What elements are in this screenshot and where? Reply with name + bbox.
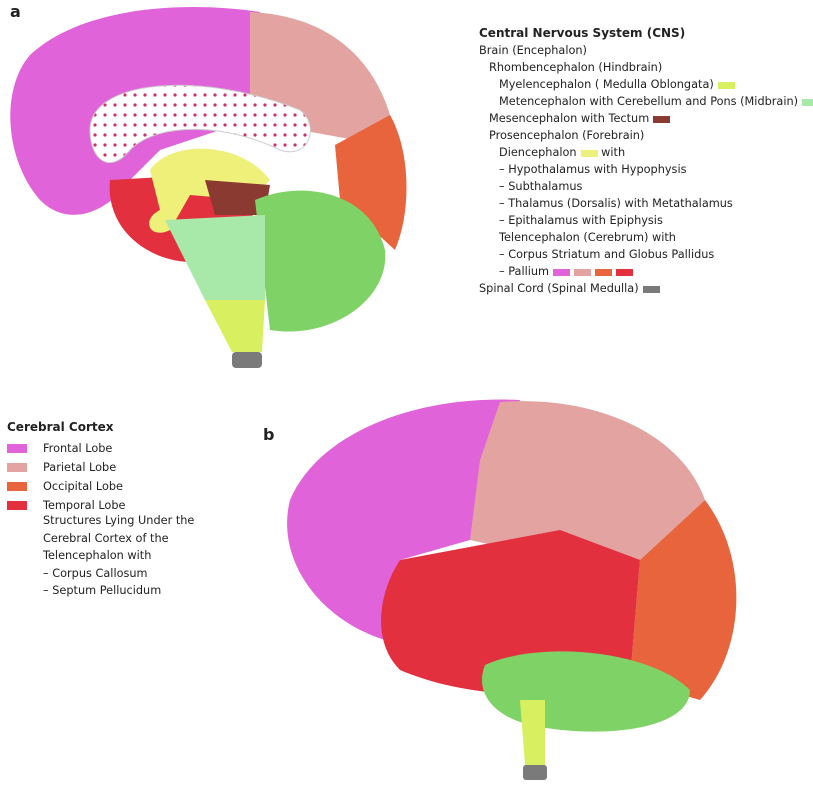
cns-legend-text: Brain (Encephalon) [479,44,587,57]
brainstem-a [165,215,265,300]
cns-legend-suffix: with [601,146,626,159]
spinal-cord-a [205,300,265,352]
cns-legend-title: Central Nervous System (CNS) [479,26,686,40]
color-swatch [553,268,571,276]
color-swatch [574,268,592,276]
structures-text: Structures Lying Under the [43,514,195,527]
cns-legend-text: – Hypothalamus with Hypophysis [499,163,687,176]
cns-legend-item: Diencephalon with [479,144,813,161]
color-swatch [7,501,27,510]
cns-legend-item: – Pallium [479,263,813,280]
frontal-lobe-b [287,399,520,640]
cortex-legend-item: Parietal Lobe [7,458,194,477]
structures-text: – Corpus Callosum [43,566,148,580]
cortex-legend-text: Frontal Lobe [43,442,113,455]
corpus-callosum [89,84,311,163]
spinal-cord-b [520,700,545,765]
cns-legend-text: – Epithalamus with Epiphysis [499,214,663,227]
cortex-legend-item: Frontal Lobe [7,439,194,458]
color-swatch [580,149,598,157]
structures-text: Telencephalon with [43,549,152,562]
cns-legend-text: Prosencephalon (Forebrain) [489,129,645,142]
cns-legend-item: Prosencephalon (Forebrain) [479,127,813,144]
panel-label-a: a [10,2,21,21]
parietal-lobe-b [470,401,705,560]
cns-legend-item: – Thalamus (Dorsalis) with Metathalamus [479,195,813,212]
cns-legend-item: Myelencephalon ( Medulla Oblongata) [479,76,813,93]
cns-legend: Central Nervous System (CNS) Brain (Ence… [479,25,813,297]
color-swatch [595,268,613,276]
cns-legend-text: Metencephalon with Cerebellum and Pons (… [499,95,799,108]
color-swatch [802,98,813,106]
spinal-tip-a [232,352,262,368]
occipital-lobe-a [335,115,407,250]
occipital-lobe-b [630,500,737,700]
cortex-legend-text: Occipital Lobe [43,480,123,493]
structures-text: Cerebral Cortex of the [43,531,169,545]
brain-a-medial-view [10,7,407,368]
structures-text: – Septum Pellucidum [43,584,162,597]
color-swatch [616,268,634,276]
cns-legend-text: – Pallium [499,265,550,278]
cns-legend-item: Brain (Encephalon) [479,42,813,59]
cortex-legend-item: Occipital Lobe [7,477,194,496]
cns-legend-text: Rhombencephalon (Hindbrain) [489,61,663,74]
cns-legend-item: Mesencephalon with Tectum [479,110,813,127]
cns-legend-item: – Epithalamus with Epiphysis [479,212,813,229]
spinal-tip-b [523,765,547,780]
cns-legend-item: Spinal Cord (Spinal Medulla) [479,280,813,297]
cns-legend-item: – Corpus Striatum and Globus Pallidus [479,246,813,263]
color-swatch [7,463,27,472]
cns-legend-text: Myelencephalon ( Medulla Oblongata) [499,78,714,91]
cns-legend-item: Metencephalon with Cerebellum and Pons (… [479,93,813,110]
cns-legend-text: – Corpus Striatum and Globus Pallidus [499,248,715,261]
brain-b-lateral-view [287,399,737,780]
cns-legend-item: – Hypothalamus with Hypophysis [479,161,813,178]
cortex-legend-text: Temporal Lobe [43,499,126,512]
cns-legend-item: Rhombencephalon (Hindbrain) [479,59,813,76]
cns-legend-item: Telencephalon (Cerebrum) with [479,229,813,246]
cortex-legend-title: Cerebral Cortex [7,420,114,434]
cns-legend-text: Telencephalon (Cerebrum) with [499,231,676,244]
mesencephalon [205,180,270,215]
cns-legend-text: Diencephalon [499,146,577,159]
cortex-legend-item: Temporal Lobe [7,496,194,515]
cns-legend-text: Spinal Cord (Spinal Medulla) [479,282,639,295]
color-swatch [653,115,671,123]
cns-legend-text: Mesencephalon with Tectum [489,112,650,125]
cerebellum-a [255,190,386,332]
color-swatch [7,444,27,453]
panel-label-b: b [263,425,275,444]
cns-legend-text: – Subthalamus [499,180,583,193]
cns-legend-item: – Subthalamus [479,178,813,195]
color-swatch [717,81,735,89]
color-swatch [7,482,27,491]
color-swatch [642,285,660,293]
cortex-legend-text: Parietal Lobe [43,461,117,474]
cns-legend-text: – Thalamus (Dorsalis) with Metathalamus [499,197,733,210]
